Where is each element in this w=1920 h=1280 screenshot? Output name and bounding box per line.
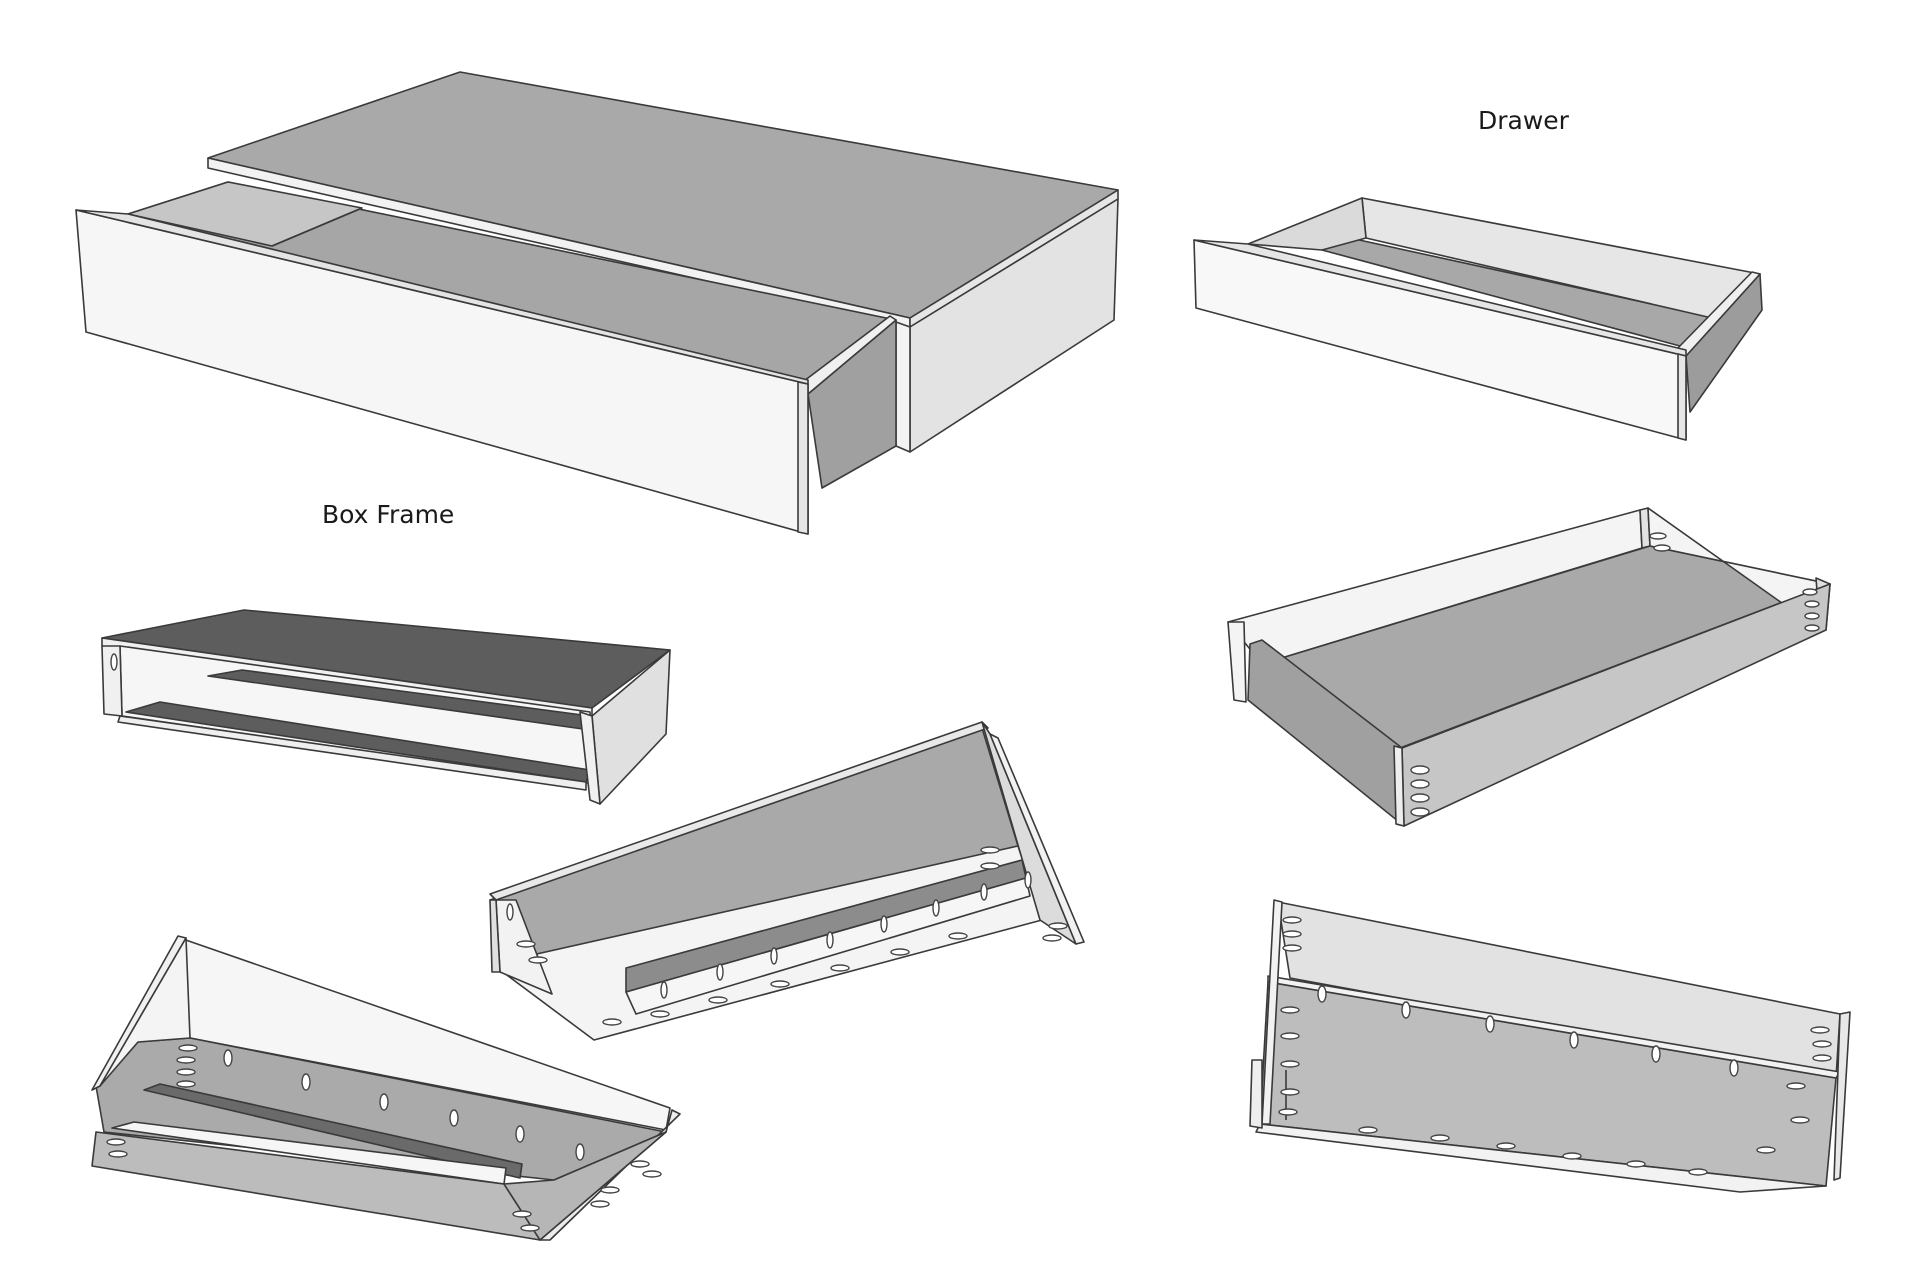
center-back-front-edge bbox=[489, 721, 989, 901]
drawer-front-top-edge bbox=[1193, 239, 1687, 357]
center-right-outer bbox=[989, 733, 1085, 945]
drawer-inv-left-side bbox=[1261, 899, 1283, 1125]
drawer-back-panel-left bbox=[1227, 621, 1247, 703]
box-frame-inverted-left bbox=[91, 935, 681, 1241]
box-bottom-front-edge bbox=[117, 715, 587, 791]
assembled-box-frame-with-drawer bbox=[75, 71, 1119, 535]
label-drawer: Drawer bbox=[1478, 106, 1569, 135]
box-right-front-edge bbox=[579, 711, 601, 805]
drawer-front-right-edge bbox=[1677, 353, 1687, 441]
label-box-frame: Box Frame bbox=[322, 500, 455, 529]
inv-left-rail bbox=[143, 1083, 523, 1179]
drawer-inverted bbox=[1249, 899, 1851, 1193]
box-frame-inverted-center bbox=[489, 721, 1085, 1041]
inv-right-face bbox=[503, 1131, 667, 1241]
center-left-front bbox=[489, 899, 501, 973]
frame-front-side-strip bbox=[895, 321, 911, 453]
drawer-front-right-edge bbox=[797, 381, 809, 535]
drawer-inv-right-end bbox=[1833, 1011, 1851, 1181]
drawer-inv-left-rail bbox=[1249, 1059, 1263, 1129]
drawer-inv-top-edge bbox=[1267, 975, 1841, 1079]
drawer-exploded-view bbox=[1227, 507, 1831, 827]
inv-left-light-rail bbox=[111, 1121, 507, 1185]
inv-left-side-face bbox=[99, 937, 191, 1087]
drawer-assembled bbox=[1193, 197, 1763, 441]
box-frame-empty bbox=[101, 609, 671, 805]
drawer-left-wall bbox=[1247, 197, 1367, 251]
drawer-front-top-edge bbox=[75, 209, 809, 385]
drawer-front-edge bbox=[1393, 745, 1405, 827]
